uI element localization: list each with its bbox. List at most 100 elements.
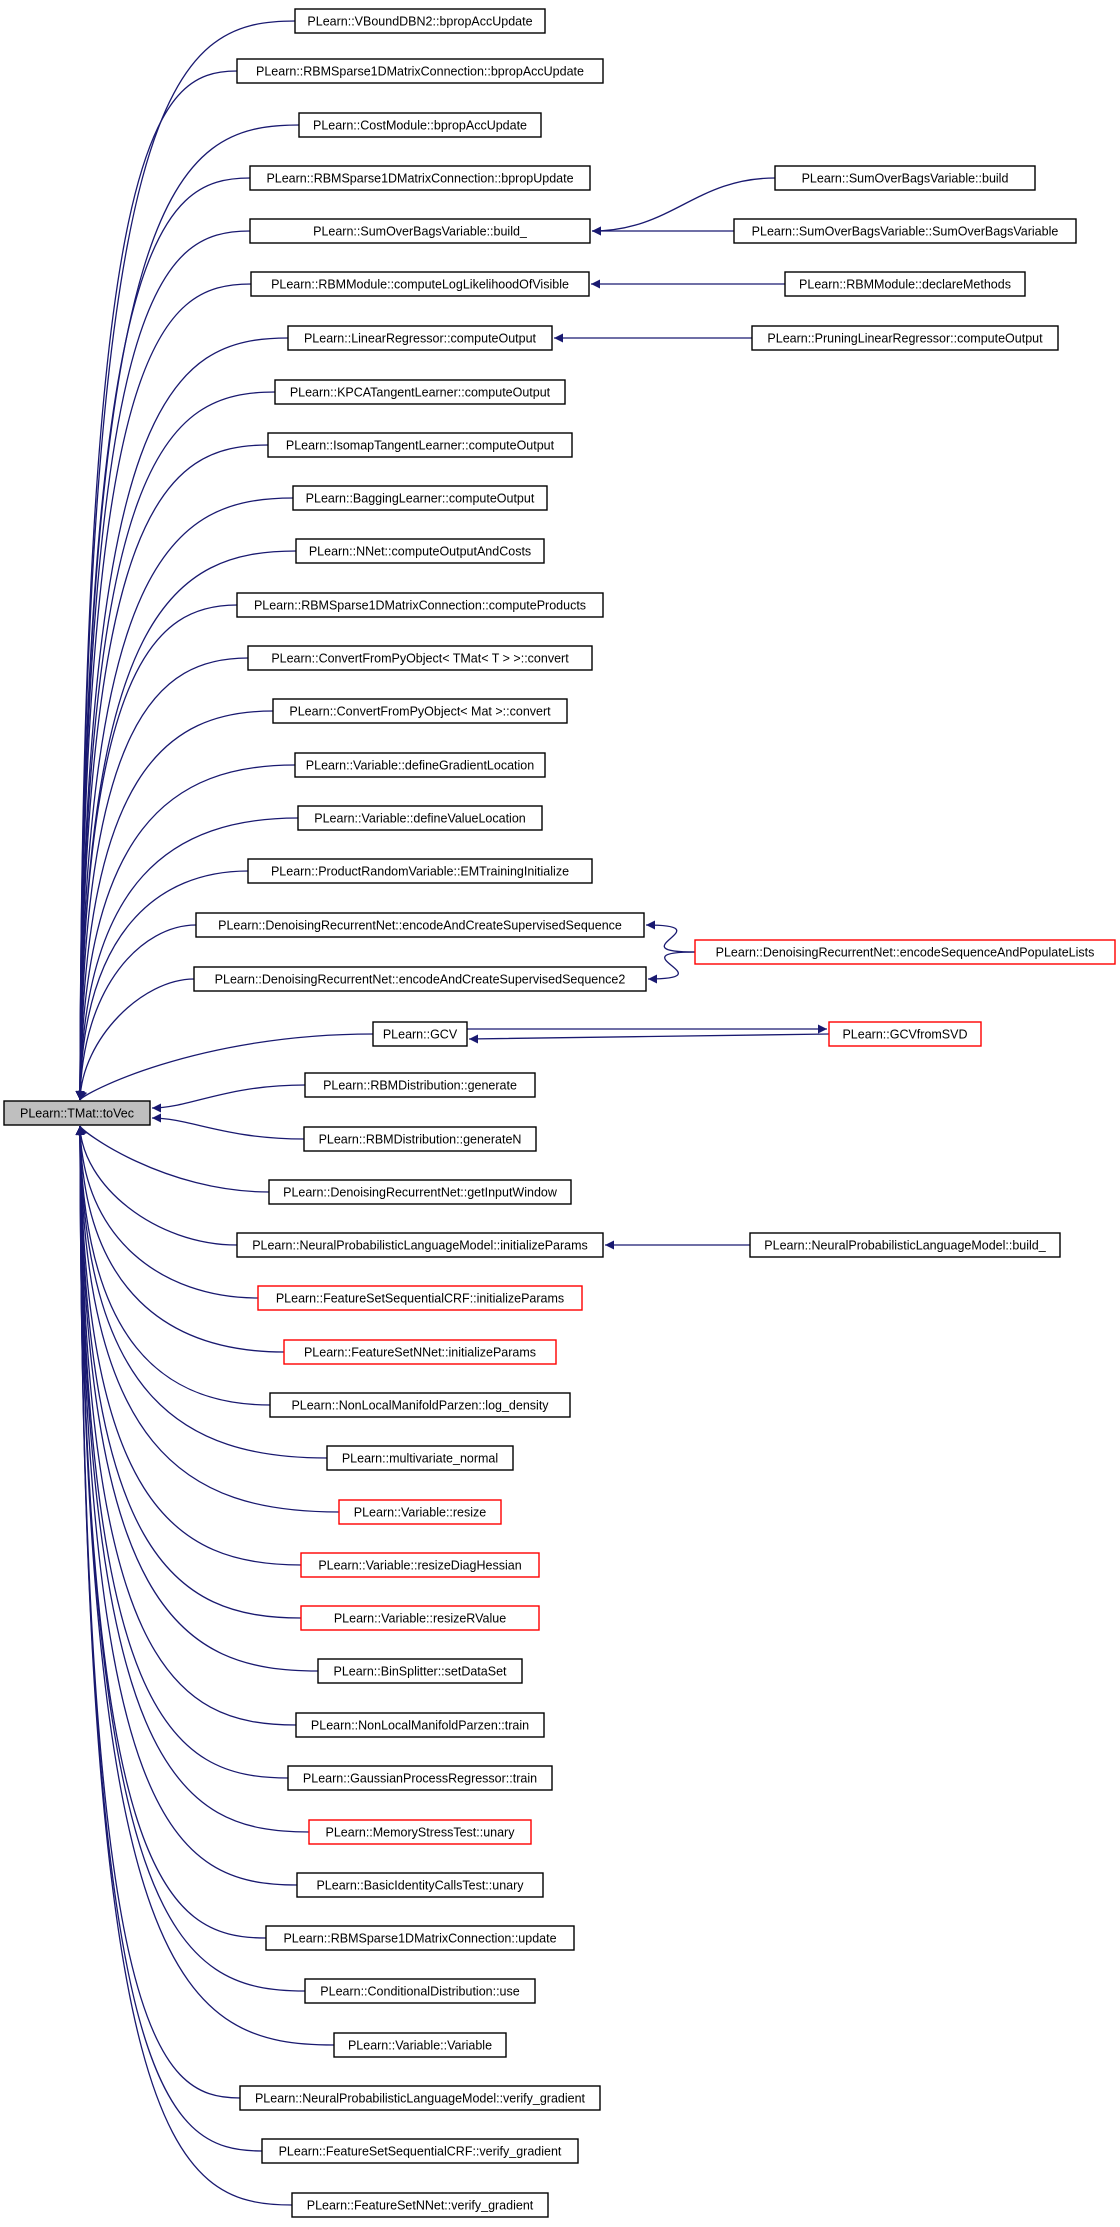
node-label: PLearn::ConditionalDistribution::use bbox=[320, 1985, 519, 1999]
node-s5[interactable]: PLearn::GCVfromSVD bbox=[828, 1021, 982, 1047]
node-box bbox=[295, 538, 545, 564]
edge-c12-to-root bbox=[75, 657, 249, 1101]
node-c13[interactable]: PLearn::ConvertFromPyObject< Mat >::conv… bbox=[272, 698, 568, 724]
edge-c16-to-root bbox=[75, 870, 249, 1101]
node-c20[interactable]: PLearn::RBMDistribution::generate bbox=[304, 1072, 536, 1098]
node-box bbox=[294, 8, 546, 34]
node-box bbox=[265, 1925, 575, 1951]
edge-c7-to-root bbox=[75, 391, 276, 1101]
node-c16[interactable]: PLearn::ProductRandomVariable::EMTrainin… bbox=[247, 858, 593, 884]
node-box bbox=[247, 645, 593, 671]
node-c6[interactable]: PLearn::LinearRegressor::computeOutput bbox=[287, 325, 553, 351]
node-box bbox=[774, 165, 1036, 191]
node-c24[interactable]: PLearn::FeatureSetSequentialCRF::initial… bbox=[257, 1285, 583, 1311]
node-c9[interactable]: PLearn::BaggingLearner::computeOutput bbox=[292, 485, 548, 511]
node-c29[interactable]: PLearn::Variable::resizeDiagHessian bbox=[300, 1552, 540, 1578]
edge-c34-to-root bbox=[75, 1125, 310, 1833]
node-c34[interactable]: PLearn::MemoryStressTest::unary bbox=[308, 1819, 532, 1845]
node-box bbox=[304, 1072, 536, 1098]
node-c8[interactable]: PLearn::IsomapTangentLearner::computeOut… bbox=[267, 432, 573, 458]
edge-c21-to-root bbox=[151, 1113, 305, 1140]
node-c35[interactable]: PLearn::BasicIdentityCallsTest::unary bbox=[296, 1872, 544, 1898]
node-c33[interactable]: PLearn::GaussianProcessRegressor::train bbox=[287, 1765, 553, 1791]
node-label: PLearn::NonLocalManifoldParzen::log_dens… bbox=[291, 1399, 549, 1413]
node-c36[interactable]: PLearn::RBMSparse1DMatrixConnection::upd… bbox=[265, 1925, 575, 1951]
node-c41[interactable]: PLearn::FeatureSetNNet::verify_gradient bbox=[291, 2192, 549, 2218]
node-c38[interactable]: PLearn::Variable::Variable bbox=[333, 2032, 507, 2058]
node-box bbox=[300, 1605, 540, 1631]
node-c28[interactable]: PLearn::Variable::resize bbox=[338, 1499, 502, 1525]
node-c12[interactable]: PLearn::ConvertFromPyObject< TMat< T > >… bbox=[247, 645, 593, 671]
node-c10[interactable]: PLearn::NNet::computeOutputAndCosts bbox=[295, 538, 545, 564]
node-c32[interactable]: PLearn::NonLocalManifoldParzen::train bbox=[295, 1712, 545, 1738]
node-label: PLearn::LinearRegressor::computeOutput bbox=[304, 332, 537, 346]
edge-c20-to-root bbox=[151, 1084, 306, 1113]
node-box bbox=[283, 1339, 557, 1365]
node-c21[interactable]: PLearn::RBMDistribution::generateN bbox=[303, 1126, 537, 1152]
node-c30[interactable]: PLearn::Variable::resizeRValue bbox=[300, 1605, 540, 1631]
node-label: PLearn::BinSplitter::setDataSet bbox=[333, 1665, 507, 1679]
node-c5[interactable]: PLearn::RBMModule::computeLogLikelihoodO… bbox=[250, 271, 590, 297]
node-box bbox=[257, 1285, 583, 1311]
node-s4[interactable]: PLearn::DenoisingRecurrentNet::encodeSeq… bbox=[694, 939, 1116, 965]
node-c31[interactable]: PLearn::BinSplitter::setDataSet bbox=[317, 1658, 523, 1684]
node-box bbox=[372, 1021, 468, 1047]
node-box bbox=[236, 1232, 604, 1258]
node-label: PLearn::RBMModule::declareMethods bbox=[799, 278, 1011, 292]
node-label: PLearn::CostModule::bpropAccUpdate bbox=[313, 119, 527, 133]
edge-s0-to-c4 bbox=[591, 177, 776, 236]
node-label: PLearn::ConvertFromPyObject< TMat< T > >… bbox=[271, 652, 569, 666]
node-box bbox=[249, 165, 591, 191]
node-box bbox=[287, 1765, 553, 1791]
edge-c26-to-root bbox=[75, 1125, 271, 1406]
node-s3[interactable]: PLearn::PruningLinearRegressor::computeO… bbox=[751, 325, 1059, 351]
node-c25[interactable]: PLearn::FeatureSetNNet::initializeParams bbox=[283, 1339, 557, 1365]
node-c7[interactable]: PLearn::KPCATangentLearner::computeOutpu… bbox=[274, 379, 566, 405]
node-box bbox=[304, 1978, 536, 2004]
node-box bbox=[267, 432, 573, 458]
node-s2[interactable]: PLearn::RBMModule::declareMethods bbox=[784, 271, 1026, 297]
node-c26[interactable]: PLearn::NonLocalManifoldParzen::log_dens… bbox=[269, 1392, 571, 1418]
node-box bbox=[694, 939, 1116, 965]
node-c18[interactable]: PLearn::DenoisingRecurrentNet::encodeAnd… bbox=[193, 966, 647, 992]
node-label: PLearn::RBMSparse1DMatrixConnection::bpr… bbox=[266, 172, 573, 186]
edge-c11-to-root bbox=[75, 604, 238, 1101]
node-label: PLearn::SumOverBagsVariable::SumOverBags… bbox=[752, 225, 1059, 239]
node-s6[interactable]: PLearn::NeuralProbabilisticLanguageModel… bbox=[749, 1232, 1061, 1258]
node-c2[interactable]: PLearn::CostModule::bpropAccUpdate bbox=[298, 112, 542, 138]
node-root[interactable]: PLearn::TMat::toVec bbox=[3, 1100, 151, 1126]
node-box bbox=[326, 1445, 514, 1471]
node-box bbox=[250, 271, 590, 297]
node-c17[interactable]: PLearn::DenoisingRecurrentNet::encodeAnd… bbox=[195, 912, 645, 938]
node-c3[interactable]: PLearn::RBMSparse1DMatrixConnection::bpr… bbox=[249, 165, 591, 191]
node-box bbox=[236, 592, 604, 618]
node-box bbox=[317, 1658, 523, 1684]
node-c22[interactable]: PLearn::DenoisingRecurrentNet::getInputW… bbox=[268, 1179, 572, 1205]
node-c27[interactable]: PLearn::multivariate_normal bbox=[326, 1445, 514, 1471]
edge-c13-to-root bbox=[75, 710, 274, 1101]
node-c0[interactable]: PLearn::VBoundDBN2::bpropAccUpdate bbox=[294, 8, 546, 34]
edge-c27-to-root bbox=[75, 1125, 328, 1459]
node-s1[interactable]: PLearn::SumOverBagsVariable::SumOverBags… bbox=[733, 218, 1077, 244]
node-c23[interactable]: PLearn::NeuralProbabilisticLanguageModel… bbox=[236, 1232, 604, 1258]
node-box bbox=[294, 752, 546, 778]
node-label: PLearn::KPCATangentLearner::computeOutpu… bbox=[290, 386, 551, 400]
node-box bbox=[296, 1872, 544, 1898]
node-label: PLearn::BaggingLearner::computeOutput bbox=[306, 492, 535, 506]
node-label: PLearn::VBoundDBN2::bpropAccUpdate bbox=[307, 15, 532, 29]
node-c1[interactable]: PLearn::RBMSparse1DMatrixConnection::bpr… bbox=[236, 58, 604, 84]
node-c39[interactable]: PLearn::NeuralProbabilisticLanguageModel… bbox=[239, 2085, 601, 2111]
node-label: PLearn::FeatureSetNNet::initializeParams bbox=[304, 1346, 536, 1360]
node-c15[interactable]: PLearn::Variable::defineValueLocation bbox=[297, 805, 543, 831]
node-c11[interactable]: PLearn::RBMSparse1DMatrixConnection::com… bbox=[236, 592, 604, 618]
node-c19[interactable]: PLearn::GCV bbox=[372, 1021, 468, 1047]
node-label: PLearn::GCVfromSVD bbox=[842, 1028, 967, 1042]
edge-c15-to-root bbox=[75, 817, 299, 1101]
node-label: PLearn::RBMDistribution::generate bbox=[323, 1079, 517, 1093]
node-c4[interactable]: PLearn::SumOverBagsVariable::build_ bbox=[249, 218, 591, 244]
node-label: PLearn::ConvertFromPyObject< Mat >::conv… bbox=[289, 705, 551, 719]
node-c37[interactable]: PLearn::ConditionalDistribution::use bbox=[304, 1978, 536, 2004]
node-s0[interactable]: PLearn::SumOverBagsVariable::build bbox=[774, 165, 1036, 191]
node-c40[interactable]: PLearn::FeatureSetSequentialCRF::verify_… bbox=[261, 2138, 579, 2164]
node-c14[interactable]: PLearn::Variable::defineGradientLocation bbox=[294, 752, 546, 778]
